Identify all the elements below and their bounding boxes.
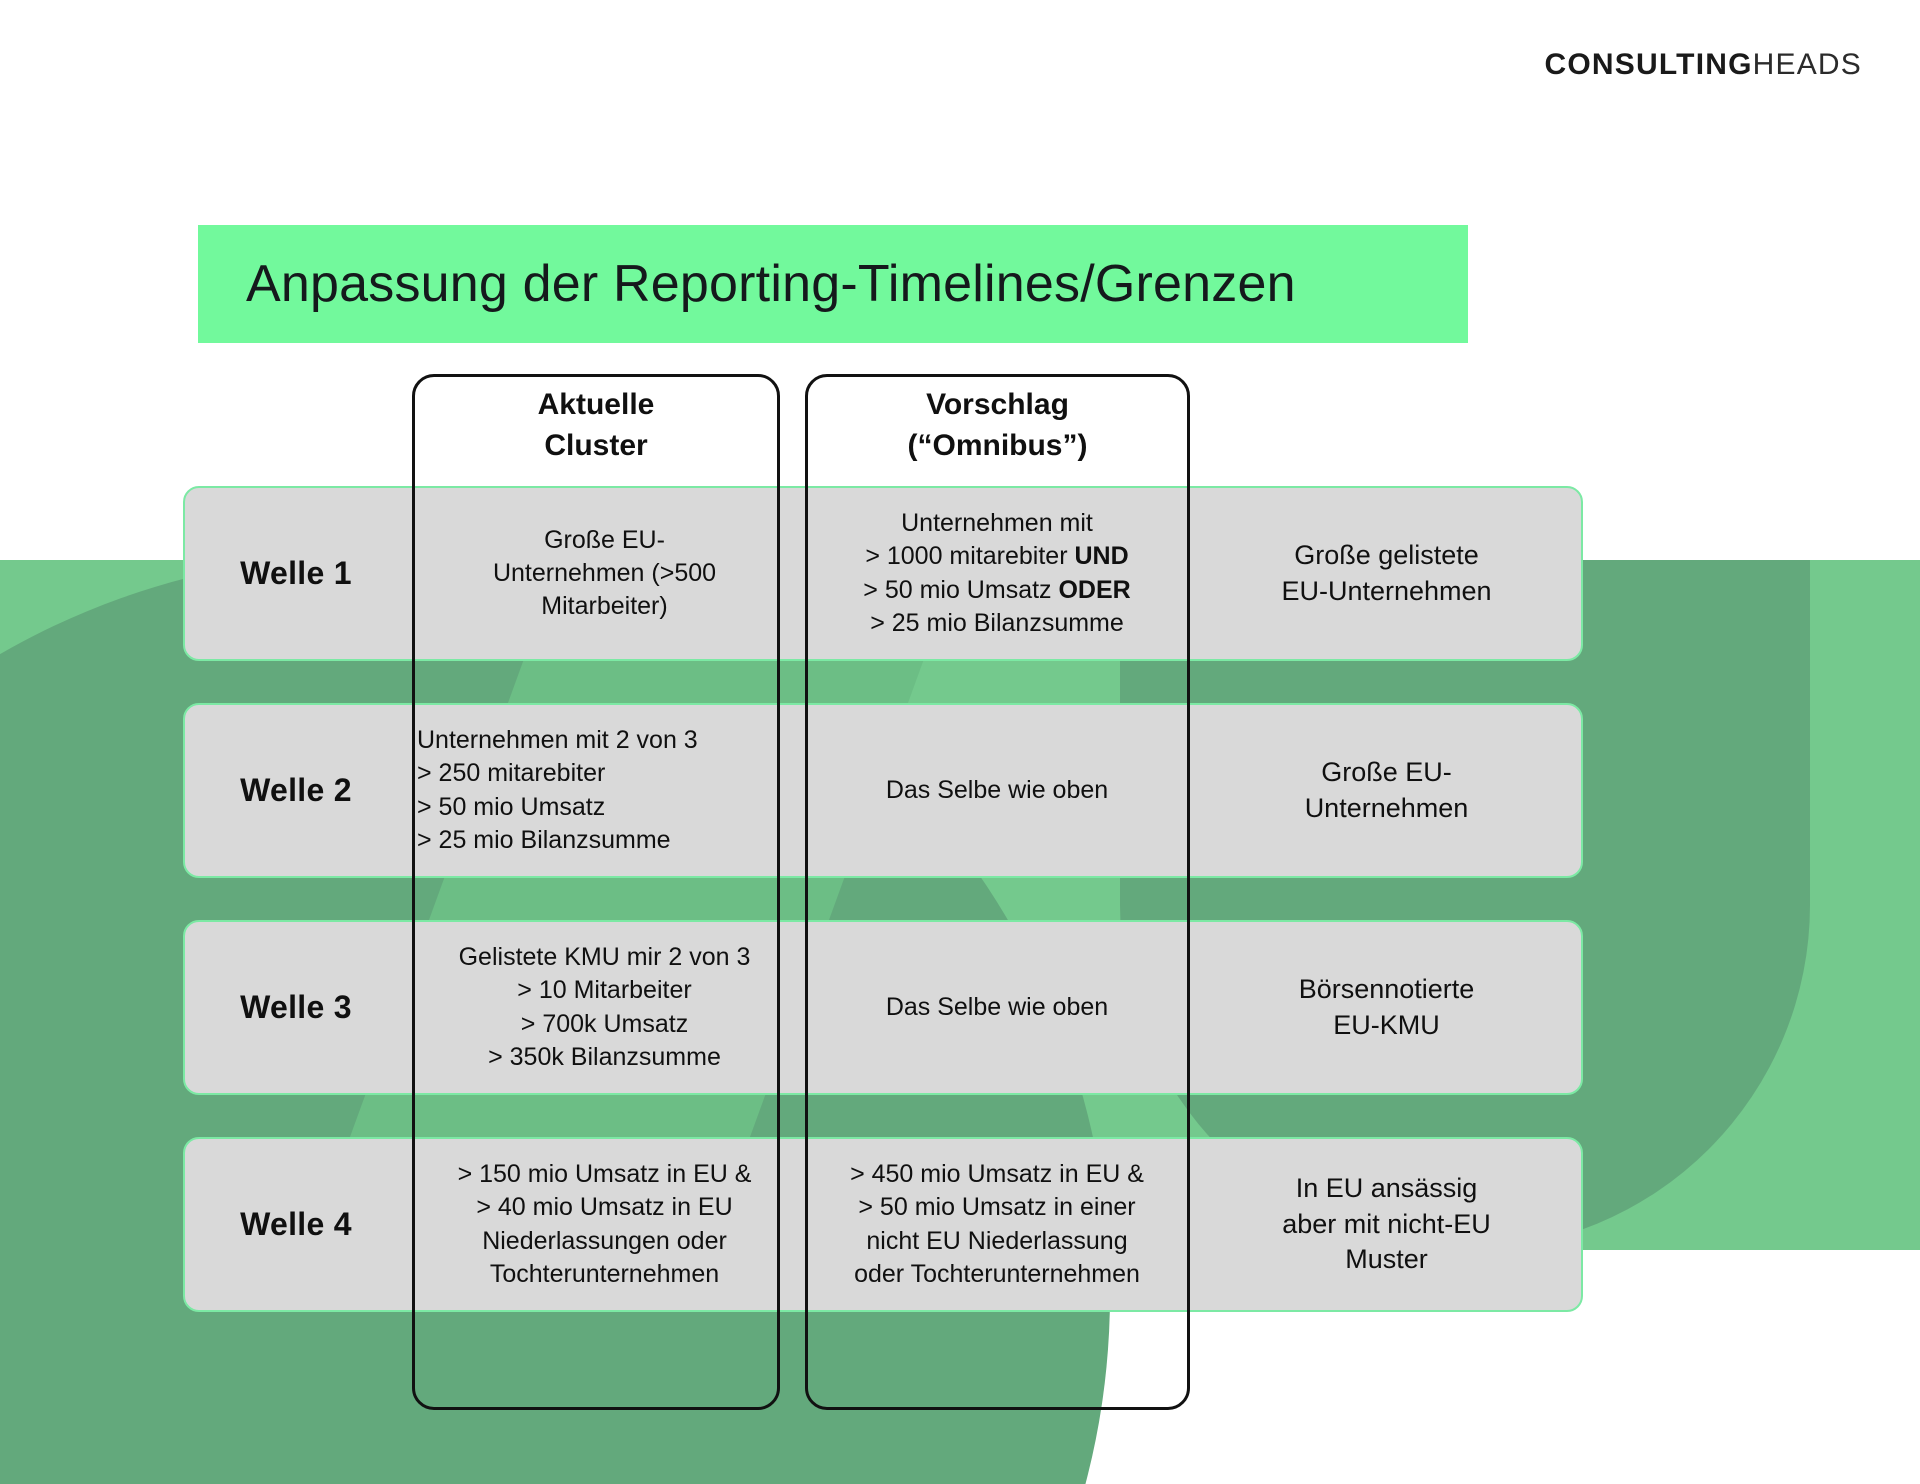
current-cluster-cell: Gelistete KMU mir 2 von 3> 10 Mitarbeite… (458, 943, 751, 1071)
omnibus-proposal-cell: Unternehmen mit> 1000 mitarebiter UND> 5… (863, 509, 1131, 637)
title-banner: Anpassung der Reporting-Timelines/Grenze… (198, 225, 1468, 343)
wave-label: Welle 1 (240, 555, 352, 591)
background-green-circle-right (1120, 560, 1810, 1250)
column-header-current-line2: Cluster (544, 428, 648, 462)
table-row: Welle 3 Gelistete KMU mir 2 von 3> 10 Mi… (183, 920, 1583, 1095)
wave-label: Welle 2 (240, 772, 352, 808)
table-row: Welle 4 > 150 mio Umsatz in EU &> 40 mio… (183, 1137, 1583, 1312)
logo-light-text: HEADS (1752, 48, 1862, 81)
omnibus-proposal-cell: Das Selbe wie oben (885, 992, 1109, 1021)
column-header-proposal: Vorschlag (“Omnibus”) (805, 385, 1190, 467)
column-header-proposal-line1: Vorschlag (926, 388, 1069, 421)
current-cluster-cell: Unternehmen mit 2 von 3> 250 mitarebiter… (417, 726, 698, 854)
wave-label: Welle 4 (240, 1206, 352, 1242)
consultingheads-logo: CONSULTINGHEADS (1545, 50, 1862, 80)
column-header-proposal-line2: (“Omnibus”) (907, 428, 1088, 462)
wave-label: Welle 3 (240, 989, 352, 1025)
page-title: Anpassung der Reporting-Timelines/Grenze… (246, 255, 1296, 313)
table-row: Welle 2 Unternehmen mit 2 von 3> 250 mit… (183, 703, 1583, 878)
current-cluster-cell: > 150 mio Umsatz in EU &> 40 mio Umsatz … (457, 1160, 752, 1288)
omnibus-proposal-cell: > 450 mio Umsatz in EU &> 50 mio Umsatz … (850, 1160, 1144, 1288)
omnibus-proposal-cell: Das Selbe wie oben (885, 775, 1109, 804)
column-header-current: Aktuelle Cluster (412, 385, 780, 467)
column-header-current-line1: Aktuelle (537, 388, 655, 421)
logo-strong-text: CONSULTING (1544, 48, 1753, 81)
description-cell: Große EU-Unternehmen (1304, 756, 1469, 823)
